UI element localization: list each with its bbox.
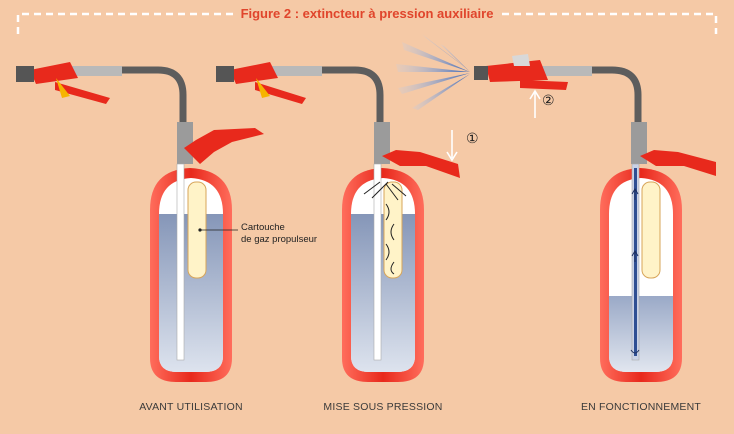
cartridge-label-line1: Cartouche [241, 222, 285, 233]
hose [312, 66, 384, 132]
panel-before-use [16, 62, 264, 382]
extinguishing-liquid [609, 296, 673, 372]
cartridge-label-line2: de gaz propulseur [241, 234, 318, 245]
gas-cartridge [641, 181, 661, 279]
caption-before-use: AVANT UTILISATION [139, 401, 243, 413]
figure-title: Figure 2 : extincteur à pression auxilia… [0, 6, 734, 21]
hose [112, 66, 187, 132]
panel-in-operation [396, 34, 716, 382]
caption-pressurizing: MISE SOUS PRESSION [323, 401, 443, 413]
spray-jet [396, 34, 470, 110]
extinguishing-liquid [159, 214, 223, 372]
caption-in-operation: EN FONCTIONNEMENT [580, 401, 702, 413]
step-1-marker: ① [466, 130, 479, 146]
extinguishing-liquid [351, 214, 415, 372]
hose [586, 66, 642, 132]
nozzle-gun [16, 62, 110, 104]
panel-pressurizing [216, 62, 460, 382]
nozzle-gun [216, 62, 306, 104]
nozzle-gun [474, 54, 568, 90]
cartridge-label: Cartouche de gaz propulseur [241, 222, 317, 246]
step-2-marker: ② [542, 92, 555, 108]
